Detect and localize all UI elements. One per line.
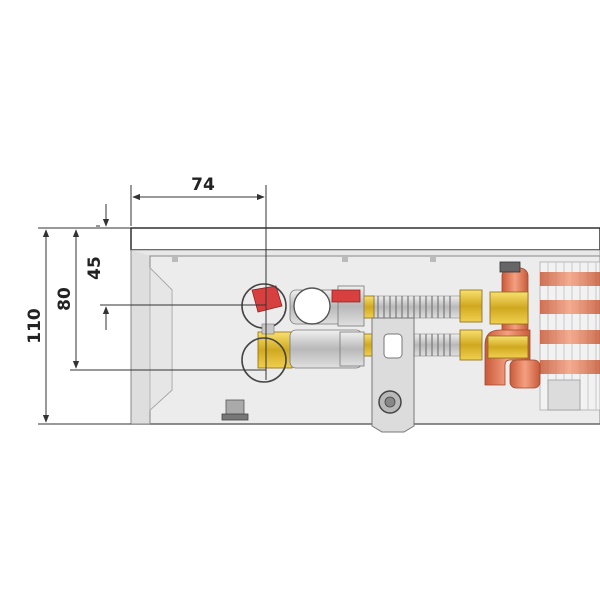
shutoff-valve-lower	[241, 323, 365, 383]
hose-nuts	[359, 289, 483, 361]
dimension-label-45: 45	[85, 256, 105, 280]
mounting-bracket	[371, 317, 415, 433]
trench-housing	[130, 227, 600, 425]
dimension-lines	[38, 185, 267, 425]
dimension-label-74: 74	[191, 175, 215, 195]
thermostatic-valve-upper	[289, 285, 365, 327]
heat-exchanger-fins	[539, 261, 600, 411]
flexible-hose-upper	[371, 295, 461, 319]
dimension-label-80: 80	[55, 287, 75, 311]
dimension-label-110: 110	[25, 308, 45, 344]
brass-fittings	[487, 291, 529, 359]
